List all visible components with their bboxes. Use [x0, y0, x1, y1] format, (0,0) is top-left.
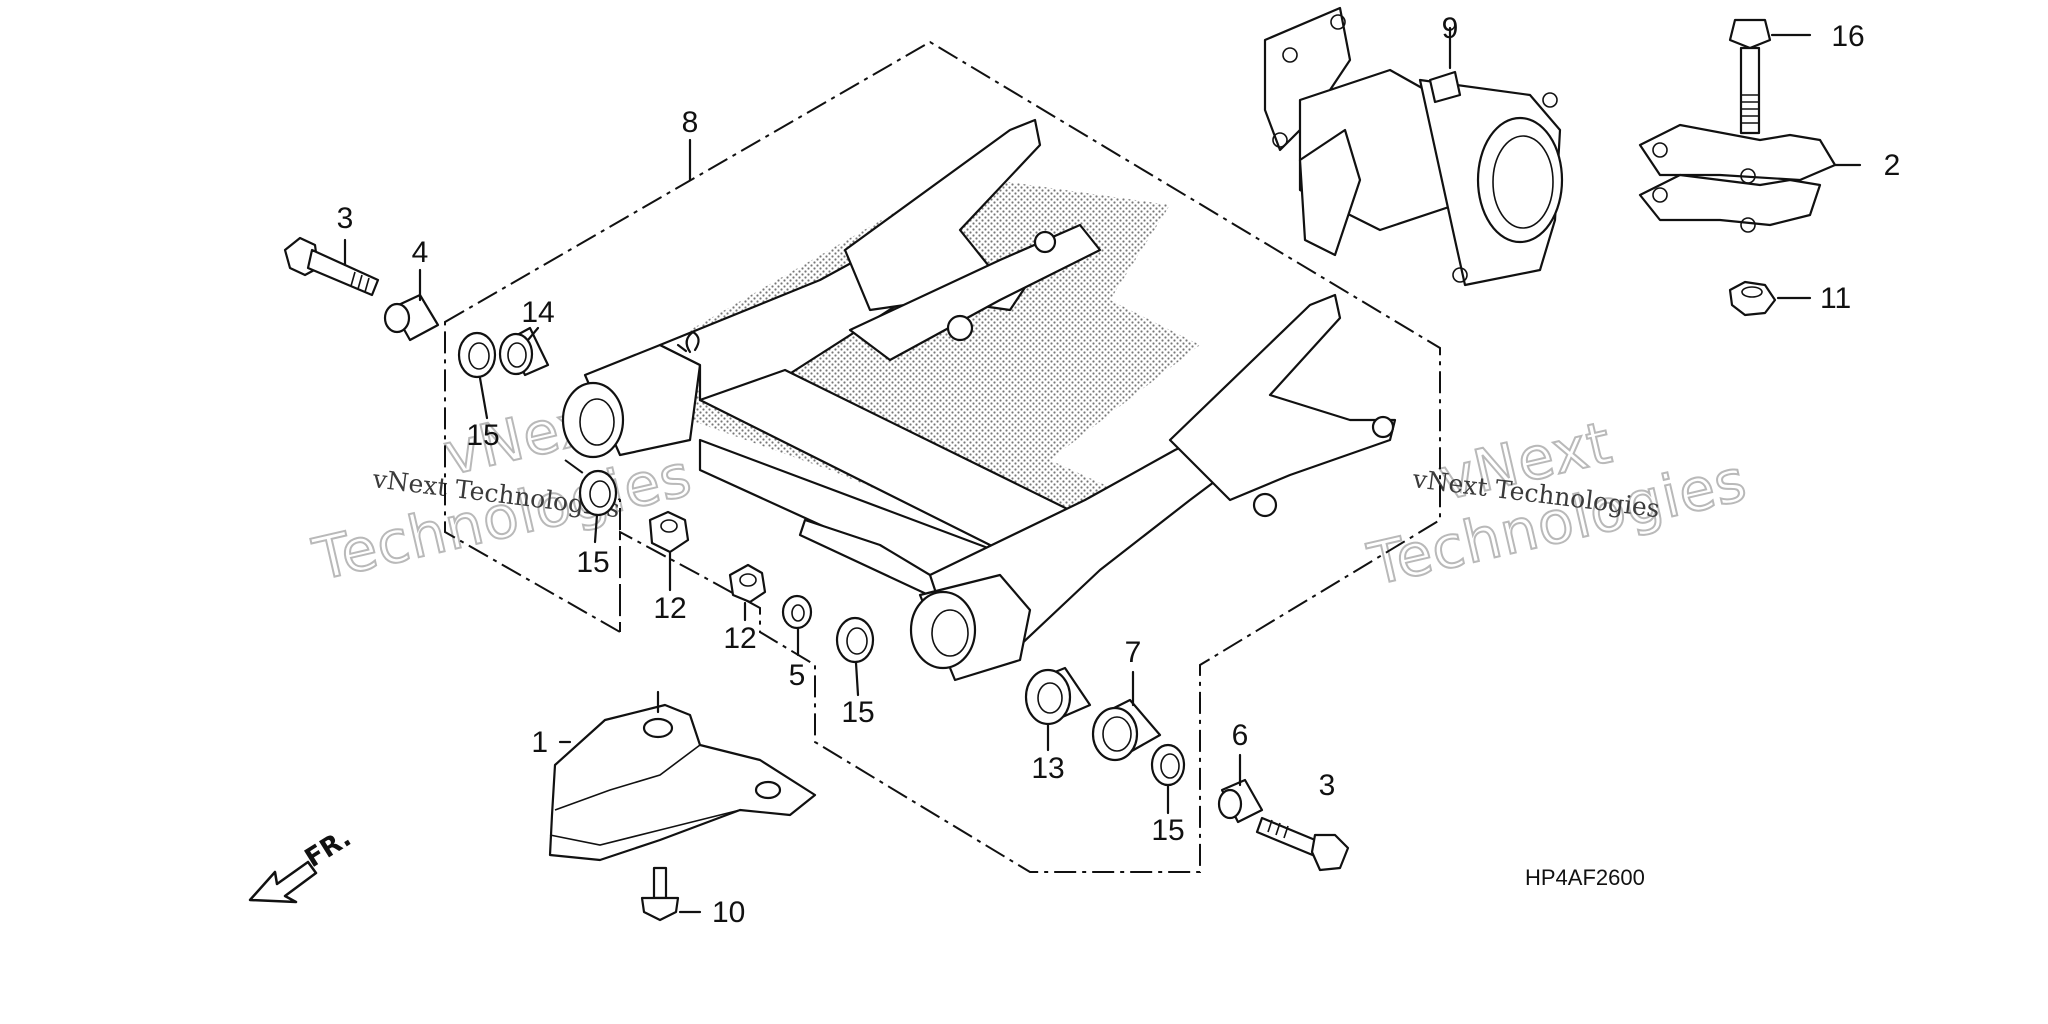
- oil-seal-part-15-mid: [578, 469, 618, 517]
- bolt-part-10: [640, 866, 680, 922]
- bolt-part-3-right: [1255, 816, 1350, 872]
- swingarm-left-bracket: [848, 223, 1102, 362]
- callout-2: 2: [1884, 149, 1901, 182]
- bolt-part-3-left: [283, 236, 380, 297]
- callout-13: 13: [1031, 752, 1064, 785]
- callout-6: 6: [1232, 719, 1249, 752]
- callout-15-low: 15: [841, 696, 874, 729]
- collar-part-7: [1091, 698, 1162, 762]
- callout-5: 5: [789, 659, 806, 692]
- nut-part-11: [1728, 280, 1777, 317]
- washer-part-5: [781, 594, 813, 630]
- callout-8: 8: [682, 106, 699, 139]
- assembly-boundary-line: [444, 40, 1441, 873]
- oil-seal-part-15-top: [457, 331, 497, 379]
- callout-7: 7: [1125, 636, 1142, 669]
- bearing-holder: [1263, 6, 1564, 287]
- callout-15-top: 15: [466, 419, 499, 452]
- oil-seal-part-15-low: [835, 616, 875, 664]
- callout-1: 1: [531, 726, 548, 759]
- guard-part-1: [548, 703, 817, 862]
- front-direction-indicator: FR.: [248, 823, 357, 904]
- callout-14: 14: [521, 296, 554, 329]
- arrow-left-down-icon: [248, 860, 318, 904]
- callout-12-mid: 12: [723, 622, 756, 655]
- callout-9: 9: [1442, 12, 1459, 45]
- callout-4: 4: [412, 236, 429, 269]
- oil-seal-part-15-right: [1150, 743, 1186, 787]
- callout-11: 11: [1820, 282, 1851, 315]
- diagram-code: HP4AF2600: [1525, 865, 1645, 890]
- callout-15-mid: 15: [576, 546, 609, 579]
- bracket-part: [1638, 123, 1837, 233]
- leader-lines: [343, 26, 1862, 914]
- callout-3-right: 3: [1319, 769, 1336, 802]
- nut-part-12-left: [648, 510, 690, 554]
- watermark-right: vNext Technologies vNext Technologies: [1361, 407, 1754, 600]
- swingarm-right-bore: [909, 590, 977, 670]
- callout-16: 16: [1831, 20, 1864, 53]
- collar-part-4: [383, 293, 440, 342]
- bolt-part-16: [1728, 18, 1772, 135]
- needle-bearing-part-14: [498, 326, 550, 377]
- callout-3-left: 3: [337, 202, 354, 235]
- assembly-inner-line: [564, 459, 621, 632]
- callout-15-right: 15: [1151, 814, 1184, 847]
- collar-part-6: [1217, 778, 1264, 824]
- callout-10: 10: [712, 896, 745, 929]
- callout-12-left: 12: [653, 592, 686, 625]
- swingarm-right-plate: [1168, 293, 1397, 502]
- bearing-part-13: [1024, 666, 1092, 726]
- callout-labels: 1 2 3 3 4 5 6 7 8 9 10 11 12 12 13 14 15…: [337, 12, 1901, 929]
- swingarm-assembly: [561, 118, 1397, 682]
- nut-part-12-mid: [728, 563, 767, 604]
